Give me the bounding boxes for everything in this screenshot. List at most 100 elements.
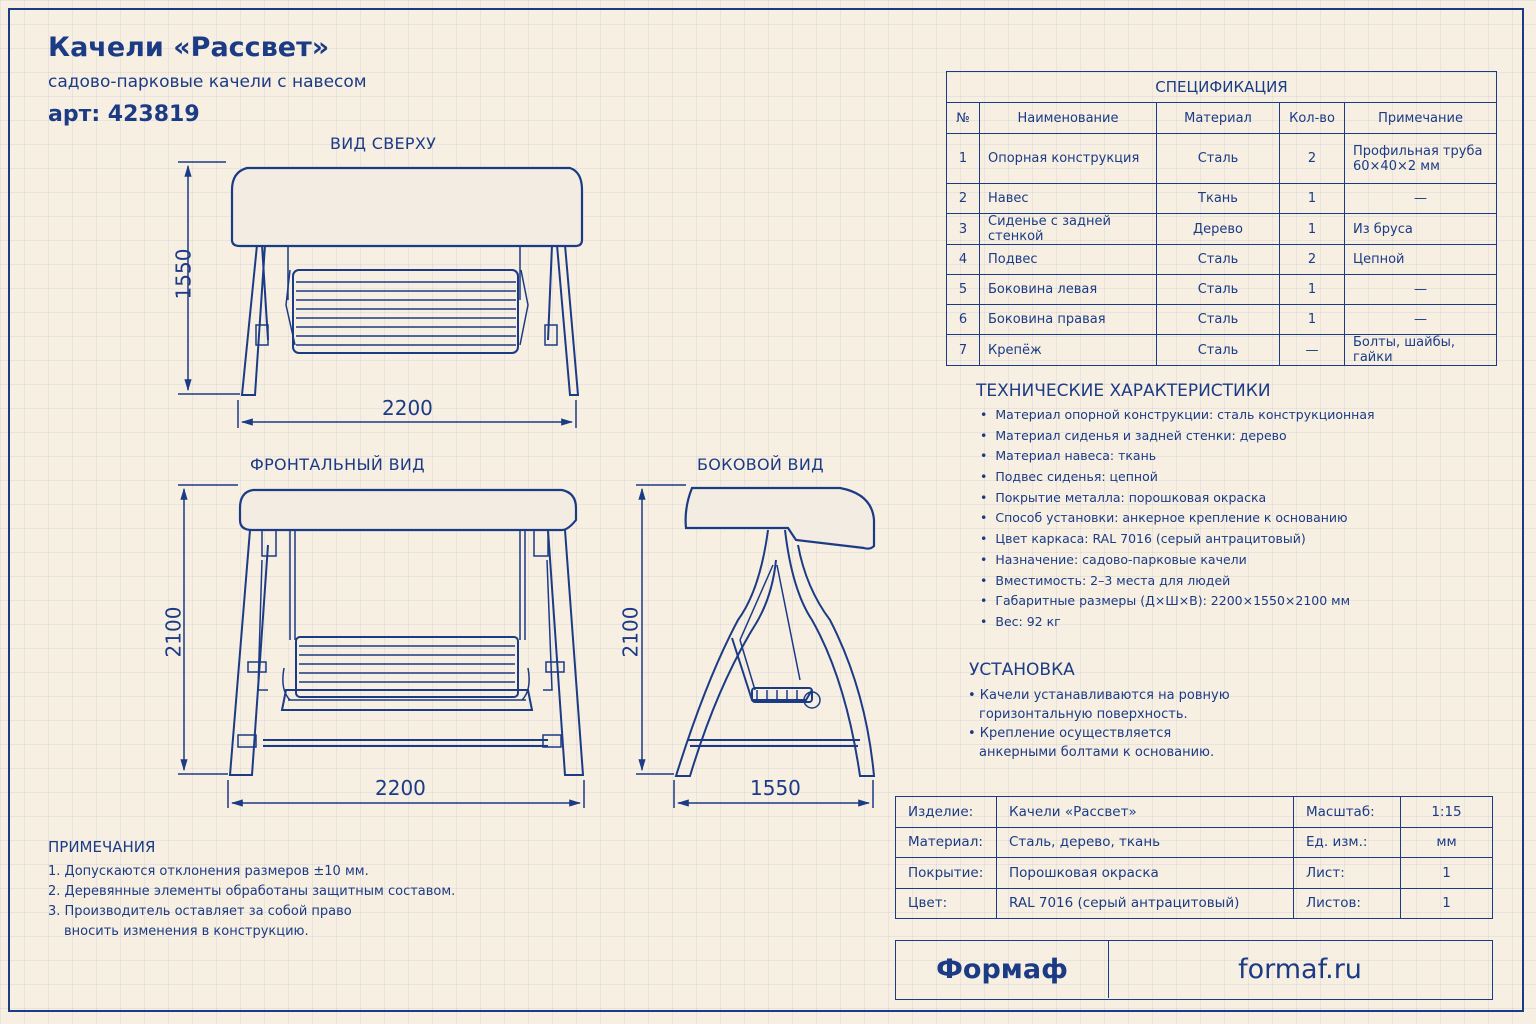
spec-cell: — (1344, 274, 1497, 305)
tb-value: Сталь, дерево, ткань (996, 826, 1294, 858)
spec-cell: Болты, шайбы, гайки (1344, 334, 1497, 366)
spec-row: 1 Опорная конструкция Сталь 2 Профильная… (946, 133, 1497, 184)
install-line: • Качели устанавливаются на ровную (968, 688, 1230, 703)
spec-cell: Ткань (1156, 183, 1280, 214)
title-block-row: Цвет: RAL 7016 (серый антрацитовый) Лист… (895, 887, 1493, 919)
spec-col-note: Примечание (1344, 102, 1497, 134)
tech-heading: ТЕХНИЧЕСКИЕ ХАРАКТЕРИСТИКИ (976, 381, 1271, 401)
spec-row: 7 Крепёж Сталь — Болты, шайбы, гайки (946, 334, 1497, 366)
spec-cell: 2 (946, 183, 980, 214)
tb-label: Изделие: (895, 796, 997, 828)
spec-cell: Подвес (979, 244, 1157, 275)
spec-col-quantity: Кол-во (1279, 102, 1345, 134)
brand-website-link[interactable]: formaf.ru (1238, 954, 1362, 985)
top-view-drawing (178, 161, 584, 428)
spec-cell: Опорная конструкция (979, 133, 1157, 184)
spec-cell: — (1344, 183, 1497, 214)
spec-cell: 5 (946, 274, 980, 305)
front-view-drawing (178, 484, 585, 808)
side-view-label: БОКОВОЙ ВИД (697, 455, 824, 474)
spec-cell: Сталь (1156, 274, 1280, 305)
tech-item: Подвес сиденья: цепной (980, 467, 1375, 488)
spec-cell: 2 (1279, 244, 1345, 275)
tb-label: Материал: (895, 826, 997, 858)
install-line: горизонтальную поверхность. (979, 707, 1188, 722)
tech-item: Способ установки: анкерное крепление к о… (980, 508, 1375, 529)
title-block-row: Изделие: Качели «Рассвет» Масштаб: 1:15 (895, 796, 1493, 828)
spec-caption: СПЕЦИФИКАЦИЯ (946, 71, 1497, 103)
tech-item: Вместимость: 2–3 места для людей (980, 571, 1375, 592)
side-view-drawing (636, 484, 876, 808)
spec-cell: Сталь (1156, 244, 1280, 275)
spec-cell: Боковина правая (979, 304, 1157, 335)
top-view-label: ВИД СВЕРХУ (330, 134, 437, 153)
top-view-depth-dim: 1550 (171, 248, 196, 300)
install-line: • Крепление осуществляется (968, 726, 1172, 741)
tech-item: Вес: 92 кг (980, 612, 1375, 633)
tb-value: 1 (1400, 857, 1493, 889)
spec-cell: 3 (946, 213, 980, 245)
spec-cell: Боковина левая (979, 274, 1157, 305)
specification-table: СПЕЦИФИКАЦИЯ № Наименование Материал Кол… (946, 71, 1497, 366)
front-view-label: ФРОНТАЛЬНЫЙ ВИД (250, 455, 425, 474)
side-view-depth-dim: 1550 (750, 776, 801, 800)
spec-row: 5 Боковина левая Сталь 1 — (946, 274, 1497, 305)
spec-cell: — (1279, 334, 1345, 366)
spec-cell: Цепной (1344, 244, 1497, 275)
install-text: • Качели устанавливаются на ровную гориз… (968, 686, 1230, 762)
spec-cell: Сталь (1156, 304, 1280, 335)
note-line: внoсить изменения в конструкцию. (64, 924, 309, 939)
brand-block: Формаф formaf.ru (895, 940, 1493, 1000)
spec-row: 4 Подвес Сталь 2 Цепной (946, 244, 1497, 275)
spec-col-material: Материал (1156, 102, 1280, 134)
note-line: 3. Производитель оставляет за собой прав… (48, 904, 352, 919)
spec-header-row: № Наименование Материал Кол-во Примечани… (946, 102, 1497, 134)
tech-item: Покрытие металла: порошковая окраска (980, 488, 1375, 509)
spec-cell: 7 (946, 334, 980, 366)
brand-logo: Формаф (896, 941, 1109, 998)
tb-value: 1:15 (1400, 796, 1493, 828)
tb-value: RAL 7016 (серый антрацитовый) (996, 887, 1294, 919)
spec-cell: 1 (1279, 304, 1345, 335)
spec-cell: 6 (946, 304, 980, 335)
tb-value: 1 (1400, 887, 1493, 919)
spec-cell: 1 (1279, 183, 1345, 214)
tb-label: Масштаб: (1293, 796, 1401, 828)
top-view-width-dim: 2200 (382, 396, 433, 420)
side-view-height-dim: 2100 (618, 606, 643, 658)
spec-row: 3 Сиденье с задней стенкой Дерево 1 Из б… (946, 213, 1497, 245)
tech-item: Материал опорной конструкции: сталь конс… (980, 405, 1374, 426)
notes-list: 1. Допускаются отклонения размеров ±10 м… (48, 862, 455, 942)
spec-cell: Дерево (1156, 213, 1280, 245)
note-line: 2. Деревянные элементы обработаны защитн… (48, 884, 456, 899)
article-number: арт: 423819 (48, 102, 200, 127)
tb-value: Качели «Рассвет» (996, 796, 1294, 828)
tb-label: Листов: (1293, 887, 1401, 919)
product-title: Качели «Рассвет» (48, 32, 330, 63)
spec-cell: 1 (946, 133, 980, 184)
title-block-row: Материал: Сталь, дерево, ткань Ед. изм.:… (895, 826, 1493, 858)
tech-item: Цвет каркаса: RAL 7016 (серый антрацитов… (980, 529, 1375, 550)
spec-cell: Сталь (1156, 133, 1280, 184)
tb-label: Цвет: (895, 887, 997, 919)
spec-cell: 1 (1279, 274, 1345, 305)
tech-list: Материал опорной конструкции: сталь конс… (980, 405, 1375, 633)
spec-cell: Крепёж (979, 334, 1157, 366)
note-line: 1. Допускаются отклонения размеров ±10 м… (48, 864, 369, 879)
tb-label: Покрытие: (895, 857, 997, 889)
notes-heading: ПРИМЕЧАНИЯ (48, 838, 156, 856)
spec-cell: Из бруса (1344, 213, 1497, 245)
install-line: анкерными болтами к основанию. (979, 745, 1215, 760)
spec-row: 2 Навес Ткань 1 — (946, 183, 1497, 214)
tech-item: Материал навеса: ткань (980, 446, 1375, 467)
drawing-frame (8, 8, 1524, 1012)
tech-item: Габаритные размеры (Д×Ш×В): 2200×1550×21… (980, 591, 1375, 612)
product-subtitle: садово-парковые качели с навесом (48, 72, 367, 92)
title-block-table: Изделие: Качели «Рассвет» Масштаб: 1:15 … (895, 796, 1493, 919)
spec-cell: — (1344, 304, 1497, 335)
tb-value: мм (1400, 826, 1493, 858)
tb-value: Порошковая окраска (996, 857, 1294, 889)
front-view-width-dim: 2200 (375, 776, 426, 800)
spec-cell: 1 (1279, 213, 1345, 245)
